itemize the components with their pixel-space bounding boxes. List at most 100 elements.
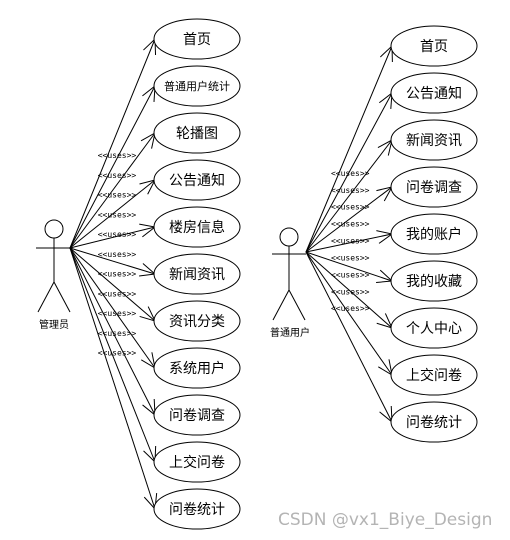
admin-uses-label: <<uses>> [98,270,137,279]
user-uses-label: <<uses>> [331,253,370,262]
user-use-case[interactable]: 问卷调查 [390,166,478,208]
user-use-case[interactable]: 公告通知 [390,72,478,114]
user-use-case-label: 问卷调查 [406,180,462,196]
user-uses-relations [305,44,394,424]
admin-uses-line [69,247,156,463]
user-use-case-ellipse [390,401,478,443]
user-uses-label: <<uses>> [331,237,370,246]
admin-use-case[interactable]: 资讯分类 [153,300,241,342]
admin-uses-label: <<uses>> [98,329,137,338]
admin-uses-label: <<uses>> [98,230,137,239]
admin-use-case[interactable]: 首页 [153,18,241,60]
user-use-case-ellipse [390,119,478,161]
user-uses-line [305,186,393,253]
user-use-case[interactable]: 我的账户 [390,213,478,255]
admin-use-case-ellipse [153,441,241,483]
admin-use-case-label: 首页 [183,32,211,48]
user-use-case-ellipse [390,354,478,396]
user-uses-arrowhead [379,405,393,424]
user-use-case-label: 新闻资讯 [406,133,462,149]
actor-admin-left-leg [37,281,55,313]
user-uses-labels: <<uses>> <<uses>> <<uses>> <<uses>> <<uses>>… [331,169,370,313]
user-use-case-label: 个人中心 [406,321,462,337]
user-use-case-label: 我的账户 [406,226,462,243]
admin-use-case[interactable]: 楼房信息 [153,206,241,248]
admin-use-case-label: 问卷调查 [169,408,225,424]
admin-use-case[interactable]: 问卷调查 [153,394,241,436]
user-use-case-ellipse [390,307,478,349]
admin-uses-line [69,85,156,249]
user-uses-label: <<uses>> [331,220,370,229]
admin-uses-line [69,38,156,249]
user-use-case-ellipse [390,25,478,67]
actor-user-left-leg [272,289,290,321]
admin-use-case[interactable]: 公告通知 [153,159,241,201]
user-use-case[interactable]: 首页 [390,25,478,67]
watermark: CSDN @vx1_Biye_Design [278,510,493,530]
user-uses-line [305,233,393,253]
admin-uses-line [69,247,156,275]
admin-uses-arrowhead [142,398,156,417]
admin-use-case-label: 普通用户统计 [164,79,230,93]
admin-use-case-label: 新闻资讯 [169,267,225,283]
admin-uses-line [69,247,156,416]
user-use-case-label: 问卷统计 [406,415,462,431]
admin-use-case-label: 楼房信息 [169,219,225,236]
admin-use-case[interactable]: 轮播图 [153,112,241,154]
admin-use-case[interactable]: 上交问卷 [153,441,241,483]
admin-uses-label: <<uses>> [98,250,137,259]
admin-uses-line [69,247,156,510]
admin-use-case-label: 上交问卷 [169,454,225,471]
admin-use-case-ellipse [153,112,241,154]
admin-use-case-label: 问卷统计 [169,502,225,518]
admin-use-case-ellipse [153,300,241,342]
actor-admin-right-leg [53,281,71,313]
admin-uses-label: <<uses>> [98,309,137,318]
actor-user-head [279,227,299,247]
user-uses-label: <<uses>> [331,270,370,279]
admin-use-case-label: 轮播图 [176,126,218,142]
admin-use-case-ellipse [153,206,241,248]
actor-admin-label: 管理员 [39,318,69,331]
admin-use-case-ellipse [153,65,241,107]
admin-uses-label: <<uses>> [98,210,137,219]
user-uses-line [305,139,393,253]
actor-user [272,227,306,321]
admin-use-case-ellipse [153,18,241,60]
user-use-case-label: 公告通知 [406,85,462,102]
user-use-case[interactable]: 个人中心 [390,307,478,349]
user-uses-label: <<uses>> [331,287,370,296]
admin-uses-labels: <<uses>> <<uses>> <<uses>> <<uses>> <<uses>>… [98,151,137,357]
user-use-case[interactable]: 新闻资讯 [390,119,478,161]
user-use-case-ellipse [390,72,478,114]
admin-uses-label: <<uses>> [98,349,137,358]
user-uses-label: <<uses>> [331,169,370,178]
admin-uses-arrowhead [142,84,156,102]
user-uses-label: <<uses>> [331,203,370,212]
user-use-case[interactable]: 我的收藏 [390,260,478,302]
admin-use-case[interactable]: 问卷统计 [153,488,241,530]
user-uses-line [305,92,393,253]
admin-use-case[interactable]: 普通用户统计 [153,65,241,107]
admin-uses-line [69,226,156,249]
user-use-case-ellipse [390,260,478,302]
actor-user-right-leg [288,289,306,321]
admin-use-case-label: 资讯分类 [169,314,225,330]
admin-use-case-ellipse [153,394,241,436]
admin-uses-label: <<uses>> [98,171,137,180]
user-use-case-label: 首页 [420,39,448,55]
user-use-case-ellipse [390,213,478,255]
admin-use-case[interactable]: 系统用户 [153,347,241,389]
admin-use-case-ellipse [153,488,241,530]
admin-uses-line [69,179,156,249]
admin-use-case[interactable]: 新闻资讯 [153,253,241,295]
user-uses-line [305,45,393,253]
admin-uses-label: <<uses>> [98,151,137,160]
user-use-case-ellipse [390,166,478,208]
user-use-case[interactable]: 上交问卷 [390,354,478,396]
user-uses-label: <<uses>> [331,304,370,313]
actor-admin-head [44,219,64,239]
user-use-case[interactable]: 问卷统计 [390,401,478,443]
admin-use-case-ellipse [153,159,241,201]
